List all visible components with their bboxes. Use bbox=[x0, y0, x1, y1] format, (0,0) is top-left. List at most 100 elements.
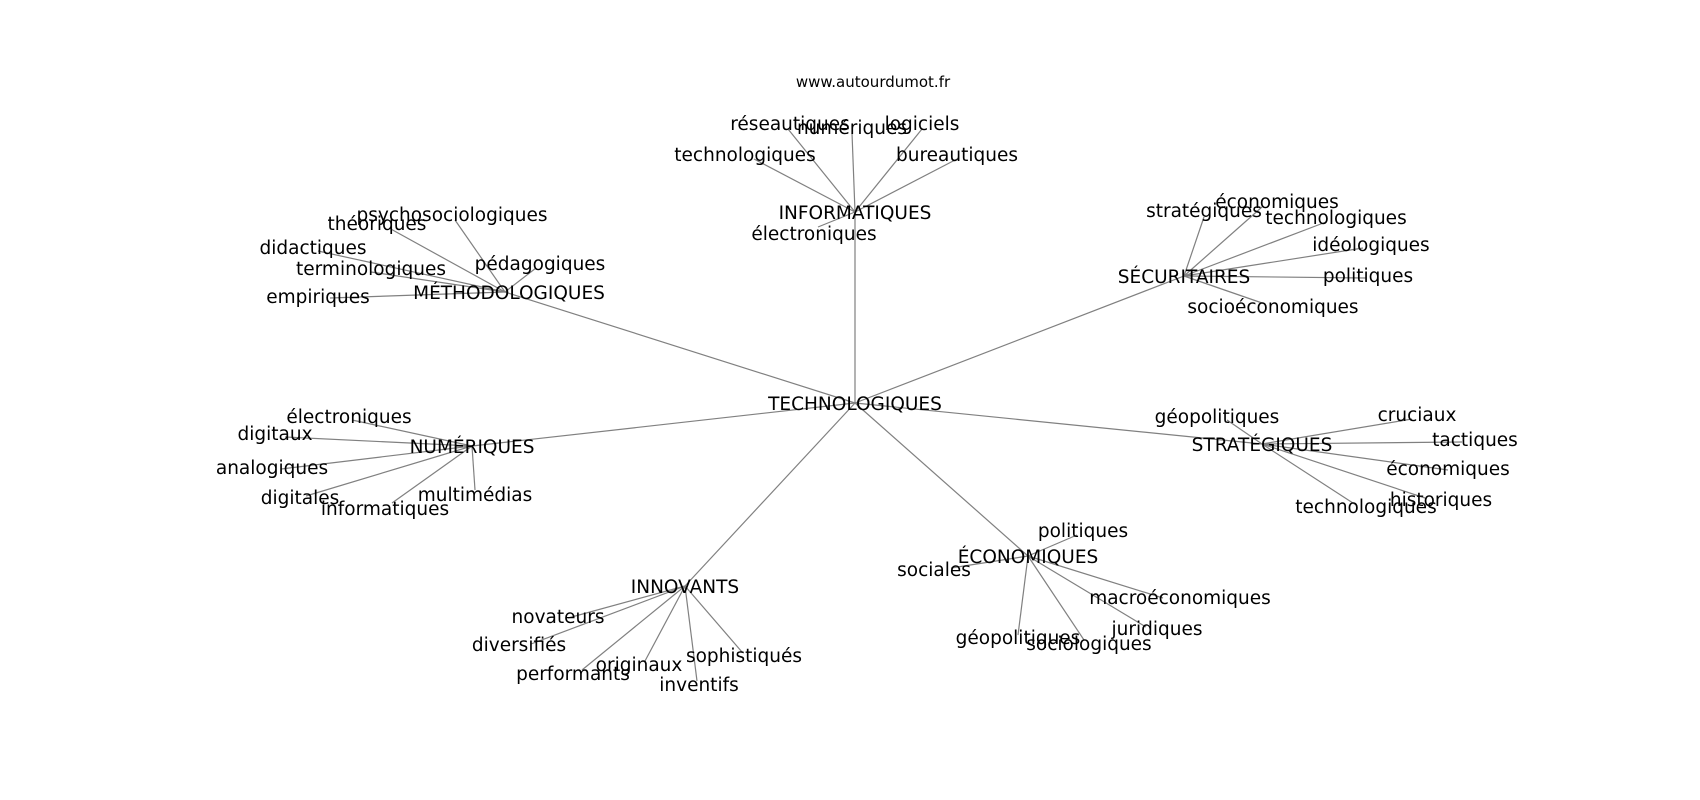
cluster-node-methodologiques: MÉTHODOLOGIQUES bbox=[413, 282, 605, 304]
edge-informatiques-leaf bbox=[854, 128, 923, 213]
edge-numeriques-leaf bbox=[284, 436, 473, 447]
leaf-node: politiques bbox=[1038, 521, 1128, 542]
edge-numeriques-leaf bbox=[471, 445, 476, 491]
leaf-node: technologiques bbox=[1295, 497, 1436, 518]
edge-informatiques-leaf bbox=[817, 211, 856, 228]
edge-strategiques-leaf bbox=[1226, 419, 1263, 445]
edge-securitaires-leaf bbox=[1183, 216, 1205, 277]
edge-root-methodologiques bbox=[504, 291, 856, 404]
leaf-node: théoriques bbox=[328, 214, 427, 235]
edge-methodologiques-leaf bbox=[317, 250, 506, 293]
leaf-node: stratégiques bbox=[1146, 201, 1262, 222]
leaf-node: tactiques bbox=[1432, 430, 1518, 451]
leaf-node: sophistiqués bbox=[686, 646, 802, 667]
edge-strategiques-leaf bbox=[1261, 441, 1463, 445]
leaf-node: terminologiques bbox=[296, 259, 446, 280]
leaf-node: psychosociologiques bbox=[357, 205, 548, 226]
leaf-node: digitales bbox=[261, 488, 340, 509]
leaf-node: idéologiques bbox=[1312, 235, 1429, 256]
cluster-node-strategiques: STRATÉGIQUES bbox=[1192, 434, 1333, 456]
leaf-node: historiques bbox=[1390, 490, 1492, 511]
edge-strategiques-leaf bbox=[1261, 418, 1413, 445]
leaf-node: juridiques bbox=[1111, 619, 1203, 640]
cluster-node-informatiques: INFORMATIQUES bbox=[779, 203, 932, 224]
leaf-node: digitaux bbox=[237, 424, 312, 445]
leaf-node: diversifiés bbox=[472, 635, 566, 656]
edge-innovants-leaf bbox=[684, 585, 698, 682]
leaf-node: politiques bbox=[1323, 266, 1413, 287]
edge-numeriques-leaf bbox=[391, 445, 473, 504]
edge-innovants-leaf bbox=[644, 585, 686, 662]
edge-innovants-leaf bbox=[567, 585, 686, 619]
leaf-node: réseautiques bbox=[730, 114, 850, 135]
edge-numeriques-leaf bbox=[351, 419, 473, 447]
leaf-node: informatiques bbox=[321, 499, 449, 520]
edge-securitaires-leaf bbox=[1183, 206, 1263, 277]
edge-innovants-leaf bbox=[684, 585, 743, 653]
edge-securitaires-leaf bbox=[1183, 275, 1367, 279]
edge-securitaires-leaf bbox=[1183, 247, 1364, 277]
leaf-node: performants bbox=[516, 664, 630, 685]
edge-informatiques-leaf bbox=[854, 158, 958, 213]
edge-root-securitaires bbox=[854, 275, 1185, 404]
leaf-node: électroniques bbox=[286, 407, 411, 428]
cluster-node-numeriques: NUMÉRIQUES bbox=[410, 436, 535, 458]
edges-layer bbox=[280, 128, 1463, 682]
edge-economiques-leaf bbox=[950, 555, 1029, 569]
leaf-node: économiques bbox=[1215, 192, 1339, 213]
edge-strategiques-leaf bbox=[1261, 443, 1449, 471]
cluster-node-securitaires: SÉCURITAIRES bbox=[1118, 266, 1250, 288]
leaf-node: didactiques bbox=[259, 238, 366, 259]
leaf-node: numériques bbox=[797, 118, 907, 139]
edge-informatiques-leaf bbox=[851, 132, 856, 213]
edge-numeriques-leaf bbox=[305, 445, 473, 497]
leaf-node: macroéconomiques bbox=[1089, 588, 1271, 609]
cluster-node-innovants: INNOVANTS bbox=[631, 577, 739, 598]
edge-methodologiques-leaf bbox=[329, 291, 506, 299]
leaf-node: logiciels bbox=[885, 114, 960, 135]
leaf-node: technologiques bbox=[1265, 208, 1406, 229]
edge-strategiques-leaf bbox=[1261, 443, 1357, 506]
leaf-node: économiques bbox=[1386, 459, 1510, 480]
edge-methodologiques-leaf bbox=[454, 219, 506, 293]
leaf-node: originaux bbox=[596, 655, 683, 676]
leaf-node: empiriques bbox=[266, 287, 370, 308]
edge-root-innovants bbox=[684, 402, 856, 587]
edge-securitaires-leaf bbox=[1183, 221, 1327, 277]
edge-root-economiques bbox=[854, 402, 1029, 557]
leaf-node: géopolitiques bbox=[1155, 407, 1280, 428]
source-url: www.autourdumot.fr bbox=[796, 73, 951, 91]
edge-innovants-leaf bbox=[581, 585, 686, 671]
edge-root-strategiques bbox=[854, 402, 1263, 445]
edge-strategiques-leaf bbox=[1261, 443, 1426, 499]
leaf-node: novateurs bbox=[512, 607, 605, 628]
edge-informatiques-leaf bbox=[753, 158, 856, 213]
leaf-node: sociales bbox=[897, 560, 971, 581]
leaf-node: pédagogiques bbox=[475, 254, 606, 275]
edge-root-numeriques bbox=[471, 402, 856, 447]
leaf-node: multimédias bbox=[418, 485, 533, 506]
edge-methodologiques-leaf bbox=[504, 267, 537, 293]
cluster-node-economiques: ÉCONOMIQUES bbox=[958, 546, 1099, 568]
edge-economiques-leaf bbox=[1017, 555, 1029, 636]
leaf-node: électroniques bbox=[751, 224, 876, 245]
leaf-node: géopolitiques bbox=[956, 628, 1081, 649]
edge-securitaires-leaf bbox=[1183, 275, 1266, 305]
edge-methodologiques-leaf bbox=[388, 227, 506, 293]
edge-informatiques-leaf bbox=[787, 128, 856, 213]
edge-economiques-leaf bbox=[1027, 555, 1147, 628]
edge-innovants-leaf bbox=[530, 585, 686, 645]
leaf-node: analogiques bbox=[216, 458, 328, 479]
leaf-node: bureautiques bbox=[896, 145, 1018, 166]
leaf-node: cruciaux bbox=[1378, 405, 1457, 426]
root-node: TECHNOLOGIQUES bbox=[767, 394, 942, 415]
leaf-node: socioéconomiques bbox=[1187, 297, 1358, 318]
edge-economiques-leaf bbox=[1027, 555, 1085, 641]
leaf-node: technologiques bbox=[674, 145, 815, 166]
edge-economiques-leaf bbox=[1027, 534, 1078, 557]
leaf-node: inventifs bbox=[659, 675, 738, 696]
edge-methodologiques-leaf bbox=[370, 271, 506, 293]
edge-numeriques-leaf bbox=[280, 445, 473, 470]
